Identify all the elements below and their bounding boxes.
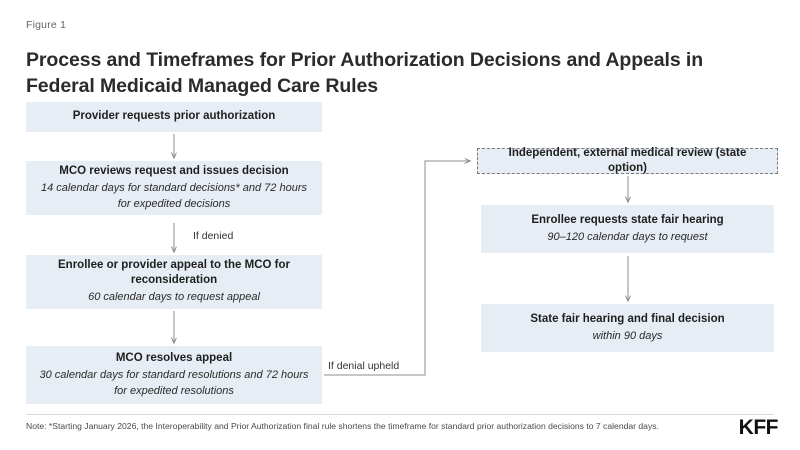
node-provider-request[interactable]: Provider requests prior authorization bbox=[26, 102, 322, 132]
node-heading: Enrollee requests state fair hearing bbox=[531, 213, 724, 226]
page-title: Process and Timeframes for Prior Authori… bbox=[26, 49, 704, 97]
node-state-fair-hearing-request[interactable]: Enrollee requests state fair hearing 90–… bbox=[481, 205, 774, 253]
arrow-resolve-to-external bbox=[324, 161, 470, 376]
footer-divider bbox=[26, 414, 774, 415]
node-heading: State fair hearing and final decision bbox=[530, 312, 725, 325]
kff-logo: KFF bbox=[738, 416, 779, 439]
node-subtext: 14 calendar days for standard decisions*… bbox=[40, 181, 307, 210]
footnote: Note: *Starting January 2026, the Intero… bbox=[26, 421, 659, 431]
node-subtext: 30 calendar days for standard resolution… bbox=[39, 368, 309, 397]
node-mco-review[interactable]: MCO reviews request and issues decision … bbox=[26, 161, 322, 215]
node-state-fair-hearing-decision[interactable]: State fair hearing and final decision wi… bbox=[481, 304, 774, 352]
node-subtext: within 90 days bbox=[592, 329, 663, 342]
node-subtext: 60 calendar days to request appeal bbox=[88, 291, 260, 304]
node-heading: Enrollee or provider appeal to the MCO f… bbox=[58, 259, 290, 287]
node-subtext: 90–120 calendar days to request bbox=[547, 230, 708, 243]
node-heading: Provider requests prior authorization bbox=[72, 110, 276, 123]
node-heading: MCO resolves appeal bbox=[115, 351, 233, 364]
node-external-review[interactable]: Independent, external medical review (st… bbox=[477, 146, 778, 174]
node-heading: MCO reviews request and issues decision bbox=[59, 164, 289, 177]
node-mco-appeal[interactable]: Enrollee or provider appeal to the MCO f… bbox=[26, 255, 322, 309]
node-heading: Independent, external medical review (st… bbox=[508, 146, 747, 174]
edge-label-if-denied: If denied bbox=[193, 230, 234, 242]
node-mco-resolve[interactable]: MCO resolves appeal 30 calendar days for… bbox=[26, 346, 322, 404]
edge-label-if-denial-upheld: If denial upheld bbox=[328, 360, 400, 372]
figure-label: Figure 1 bbox=[26, 19, 67, 31]
